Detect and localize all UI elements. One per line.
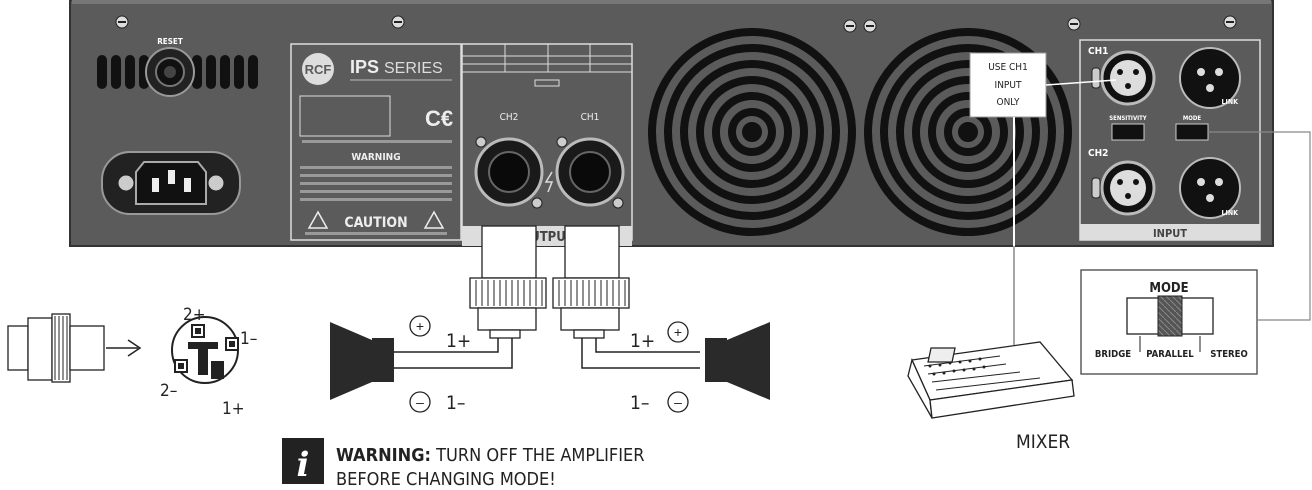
use-ch1-line2: INPUT (995, 80, 1022, 91)
svg-text:+: + (416, 318, 424, 334)
ce-mark: C€ (425, 106, 453, 131)
use-ch1-line1: USE CH1 (988, 62, 1028, 73)
ch1-output-label: CH1 (581, 112, 600, 123)
right-plus-label: 1+ (630, 330, 655, 352)
screw-icon (115, 15, 1237, 33)
mode-switch[interactable] (1175, 123, 1209, 141)
svg-text:–: – (674, 394, 682, 410)
left-minus-label: 1– (446, 392, 465, 414)
rcf-logo (302, 53, 334, 85)
left-minus-symbol: – (409, 391, 431, 413)
warning-note-line1: WARNING: TURN OFF THE AMPLIFIER (336, 445, 645, 466)
speakon-plug-ch1 (552, 225, 630, 339)
svg-text:i: i (297, 445, 310, 485)
use-ch1-line3: ONLY (997, 97, 1020, 108)
right-minus-symbol: – (667, 391, 689, 413)
mode-callout: MODE BRIDGE PARALLEL STEREO (1080, 269, 1258, 375)
speakon-output-ch2[interactable] (474, 136, 544, 209)
vent-slots (97, 55, 258, 89)
pin-2minus-label: 2– (160, 381, 177, 401)
speaker-right (705, 322, 770, 400)
speakon-plug-ch2 (469, 225, 547, 339)
series-label: IPS (350, 57, 379, 77)
left-plus-label: 1+ (446, 330, 471, 352)
power-inlet[interactable] (101, 151, 241, 215)
ch2-output-label: CH2 (500, 112, 519, 123)
mixer-label: MIXER (1016, 431, 1070, 453)
svg-text:+: + (674, 324, 682, 340)
warning-note-bold: WARNING: (336, 445, 431, 466)
arrow-right-icon (106, 339, 142, 357)
pin-2plus-label: 2+ (183, 305, 206, 325)
sensitivity-switch[interactable] (1111, 123, 1145, 141)
mode-switch-slider (1157, 295, 1183, 337)
mode-bridge-label: BRIDGE (1095, 349, 1131, 360)
speakon-pinout-face (171, 316, 239, 384)
use-ch1-note: USE CH1 INPUT ONLY (969, 52, 1117, 118)
speakon-plug-side-view (7, 313, 105, 383)
right-minus-label: 1– (630, 392, 649, 414)
caution-triangle-icon (423, 210, 445, 229)
input-ch2-label: CH2 (1088, 148, 1108, 159)
cooling-fan-right (864, 28, 1072, 236)
output-section: CH2 CH1 OUTPUT (461, 43, 633, 246)
caution-title: CAUTION (344, 215, 407, 231)
mode-stereo-label: STEREO (1210, 349, 1248, 360)
reset-label: RESET (157, 37, 183, 46)
bolt-icon (544, 171, 554, 193)
xlr-male-link-ch1[interactable] (1179, 47, 1241, 109)
input-ch1-label: CH1 (1088, 46, 1108, 57)
warning-title: WARNING (351, 152, 400, 163)
mode-switch-label: MODE (1183, 115, 1201, 122)
pin-1plus-label: 1+ (222, 399, 245, 419)
amplifier-rear-panel: RESET RCF IPS SERIES C€ WARNING (69, 0, 1274, 247)
caution-triangle-icon (307, 210, 329, 229)
pin-1minus-label: 1– (240, 329, 257, 349)
input-section: CH1 LINK SENSITIVITY MODE CH2 (1079, 39, 1261, 241)
left-plus-symbol: + (409, 315, 431, 337)
speakon-output-ch1[interactable] (555, 136, 625, 209)
svg-text:–: – (416, 394, 424, 410)
mixer-console-icon (907, 341, 1075, 419)
link-label: LINK (1221, 209, 1239, 217)
label-plate: RCF IPS SERIES C€ WARNING CAUTION (290, 43, 462, 241)
speaker-left (330, 322, 394, 400)
mode-parallel-label: PARALLEL (1146, 349, 1194, 360)
right-plus-symbol: + (667, 321, 689, 343)
mode-callout-title: MODE (1149, 281, 1188, 296)
xlr-male-link-ch2[interactable] (1179, 157, 1241, 219)
warning-note-line1-rest: TURN OFF THE AMPLIFIER (431, 445, 645, 466)
reset-button[interactable]: RESET (145, 37, 195, 97)
mode-callout-leader (1208, 131, 1311, 321)
info-icon: i (282, 438, 324, 485)
sensitivity-label: SENSITIVITY (1109, 115, 1147, 122)
speaker-wires (390, 338, 700, 369)
cooling-fan-left (648, 28, 856, 236)
brand-logo: RCF (305, 62, 332, 77)
warning-note-line2: BEFORE CHANGING MODE! (336, 469, 556, 490)
xlr-female-input-ch2[interactable] (1091, 160, 1156, 216)
xlr-female-input-ch1[interactable] (1091, 50, 1156, 106)
series-suffix: SERIES (384, 60, 443, 77)
link-label: LINK (1221, 98, 1239, 106)
input-section-label: INPUT (1153, 227, 1187, 240)
